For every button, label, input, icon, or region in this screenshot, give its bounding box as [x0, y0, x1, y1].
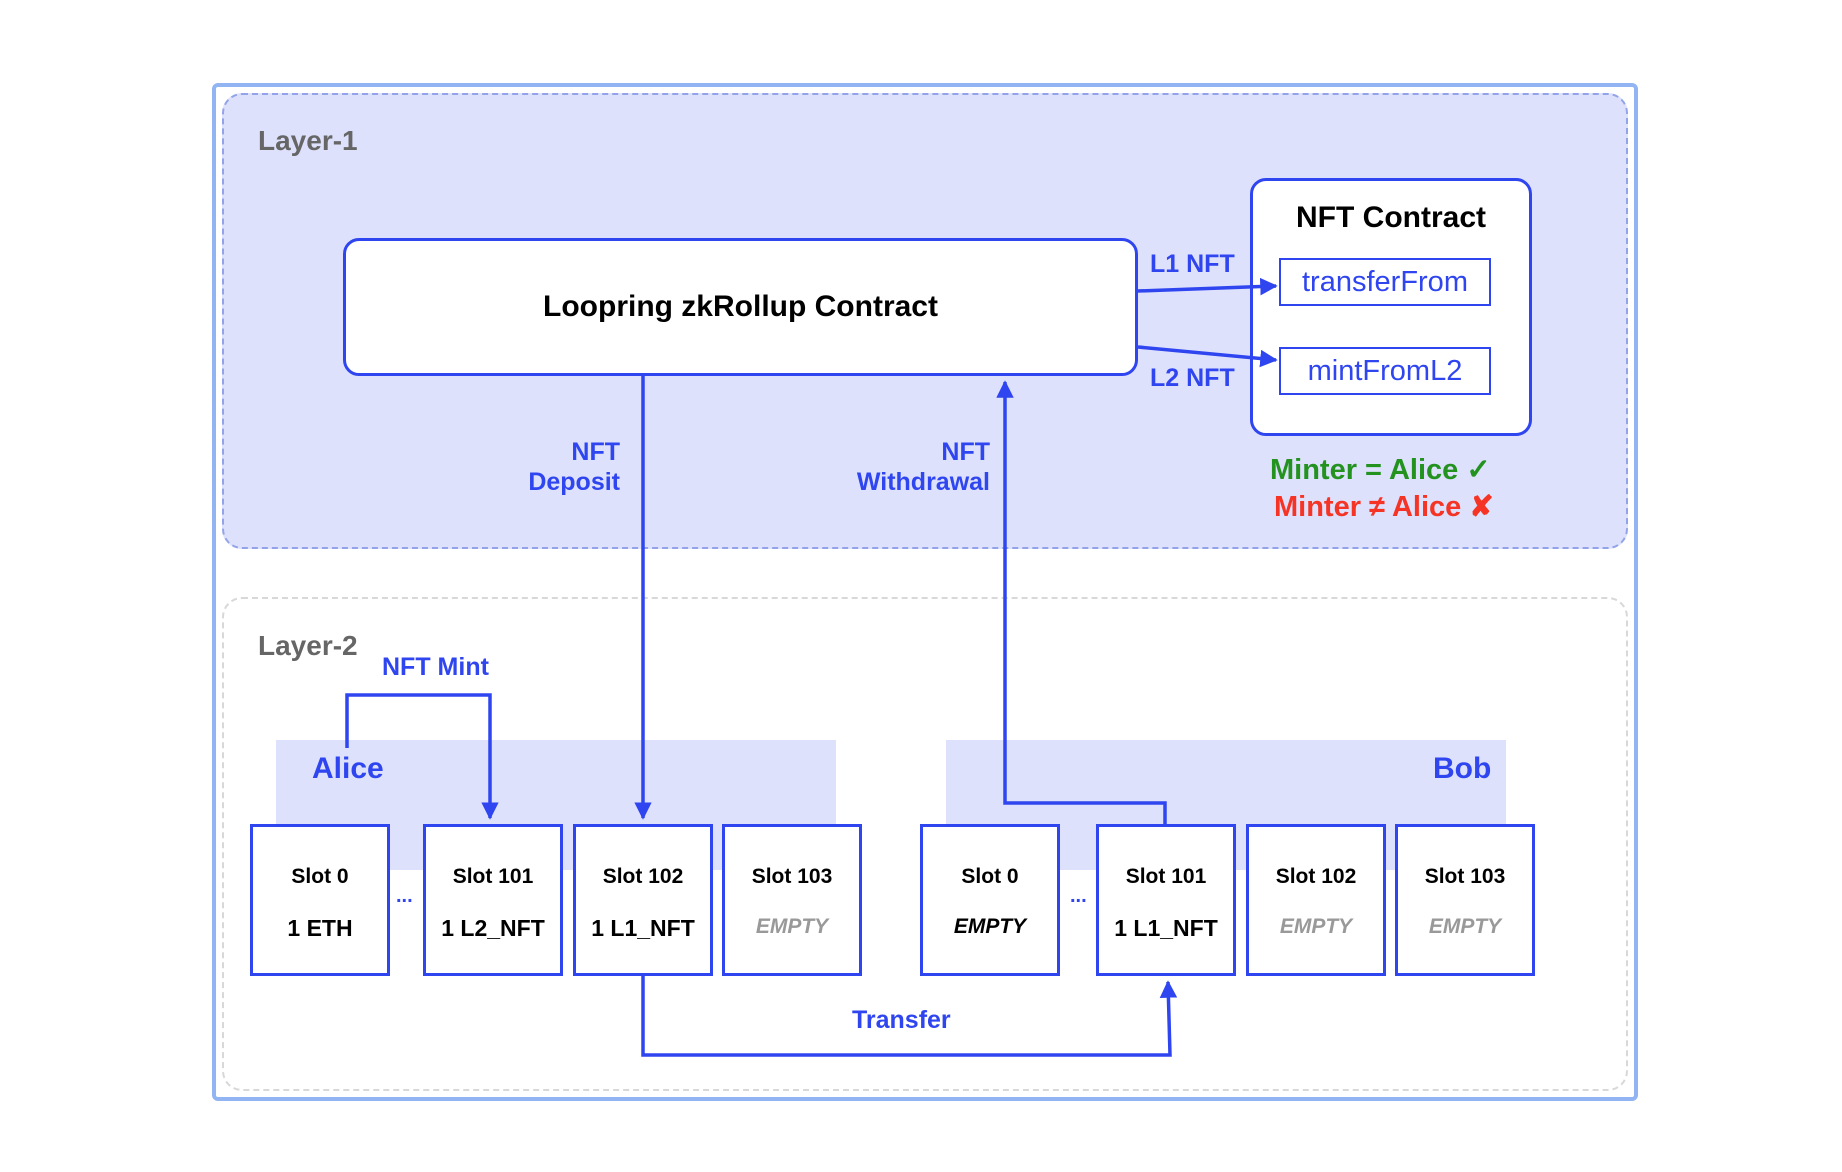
minter-ok-condition: Minter = Alice ✓: [1270, 454, 1491, 486]
transfer-from-label: transferFrom: [1302, 265, 1468, 298]
layer-2-title: Layer-2: [258, 630, 358, 661]
slot-value: EMPTY: [953, 915, 1027, 938]
slot-name: Slot 103: [751, 865, 833, 888]
nft-deposit-label-line1: NFT: [571, 438, 620, 466]
l2-nft-label: L2 NFT: [1150, 364, 1235, 392]
nft-deposit-label-line2: Deposit: [528, 468, 620, 496]
nft-withdrawal-label-line1: NFT: [941, 438, 990, 466]
slot-value: 1 L1_NFT: [591, 915, 695, 941]
nft-mint-arrow: [345, 693, 499, 820]
mint-from-l2-function: mintFromL2: [1279, 347, 1491, 395]
slot-value: EMPTY: [755, 915, 829, 938]
alice-slot-ellipsis: ...: [396, 885, 413, 907]
l2-nft-arrow: [1137, 345, 1278, 368]
bob-slot-103: Slot 103 EMPTY: [1395, 824, 1535, 976]
minter-fail-condition: Minter ≠ Alice ✘: [1274, 491, 1494, 523]
bob-slot-102: Slot 102 EMPTY: [1246, 824, 1386, 976]
mint-from-l2-label: mintFromL2: [1307, 354, 1463, 387]
slot-name: Slot 102: [1275, 865, 1357, 888]
zkrollup-contract-label: Loopring zkRollup Contract: [543, 290, 938, 323]
alice-slot-102: Slot 102 1 L1_NFT: [573, 824, 713, 976]
bob-slot-0: Slot 0 EMPTY: [920, 824, 1060, 976]
slot-name: Slot 102: [602, 865, 684, 888]
slot-value: 1 L2_NFT: [441, 915, 545, 941]
slot-value: EMPTY: [1428, 915, 1502, 938]
slot-value: 1 L1_NFT: [1114, 915, 1218, 941]
bob-owner-label: Bob: [1433, 752, 1492, 785]
bob-slot-101: Slot 101 1 L1_NFT: [1096, 824, 1236, 976]
transfer-from-function: transferFrom: [1279, 258, 1491, 306]
nft-contract-title: NFT Contract: [1296, 201, 1486, 234]
transfer-label: Transfer: [852, 1006, 951, 1034]
slot-name: Slot 101: [452, 865, 534, 888]
l1-nft-arrow: [1137, 277, 1278, 296]
diagram-frame: [212, 83, 1638, 1101]
slot-name: Slot 103: [1424, 865, 1506, 888]
bob-slot-ellipsis: ...: [1070, 885, 1087, 907]
zkrollup-contract-box: Loopring zkRollup Contract: [343, 238, 1138, 376]
slot-value: EMPTY: [1279, 915, 1353, 938]
slot-value: 1 ETH: [287, 915, 353, 941]
alice-owner-label: Alice: [312, 752, 384, 785]
transfer-arrow: [641, 976, 1178, 1057]
slot-name: Slot 0: [961, 865, 1019, 888]
layer-1-title: Layer-1: [258, 125, 358, 156]
alice-slot-101: Slot 101 1 L2_NFT: [423, 824, 563, 976]
nft-mint-label: NFT Mint: [382, 653, 489, 681]
slot-name: Slot 101: [1125, 865, 1207, 888]
nft-withdrawal-label-line2: Withdrawal: [856, 468, 990, 496]
alice-slot-103: Slot 103 EMPTY: [722, 824, 862, 976]
l1-nft-label: L1 NFT: [1150, 250, 1235, 278]
nft-withdrawal-arrow: [996, 380, 1167, 824]
slot-name: Slot 0: [291, 865, 349, 888]
alice-slot-0: Slot 0 1 ETH: [250, 824, 390, 976]
